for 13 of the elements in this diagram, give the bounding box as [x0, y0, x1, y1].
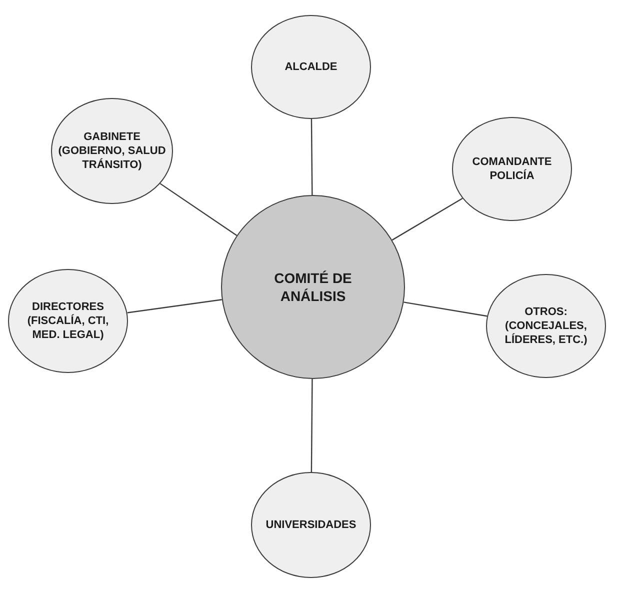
node-label: ALCALDE: [284, 60, 338, 74]
node-label: DIRECTORES (FISCALÍA, CTI, MED. LEGAL): [26, 300, 110, 342]
connector-line: [160, 183, 238, 236]
node-label: COMITÉ DE ANÁLISIS: [273, 268, 353, 306]
node-label: UNIVERSIDADES: [266, 518, 356, 532]
node-label: COMANDANTE POLICÍA: [471, 154, 553, 184]
connector-line: [404, 302, 488, 317]
connector-line: [310, 379, 313, 472]
connector-line: [392, 198, 463, 241]
connector-line: [127, 299, 222, 314]
node-label: GABINETE (GOBIERNO, SALUD TRÁNSITO): [58, 130, 166, 172]
node-label: OTROS: (CONCEJALES, LÍDERES, ETC.): [504, 304, 588, 348]
connector-line: [310, 119, 313, 196]
